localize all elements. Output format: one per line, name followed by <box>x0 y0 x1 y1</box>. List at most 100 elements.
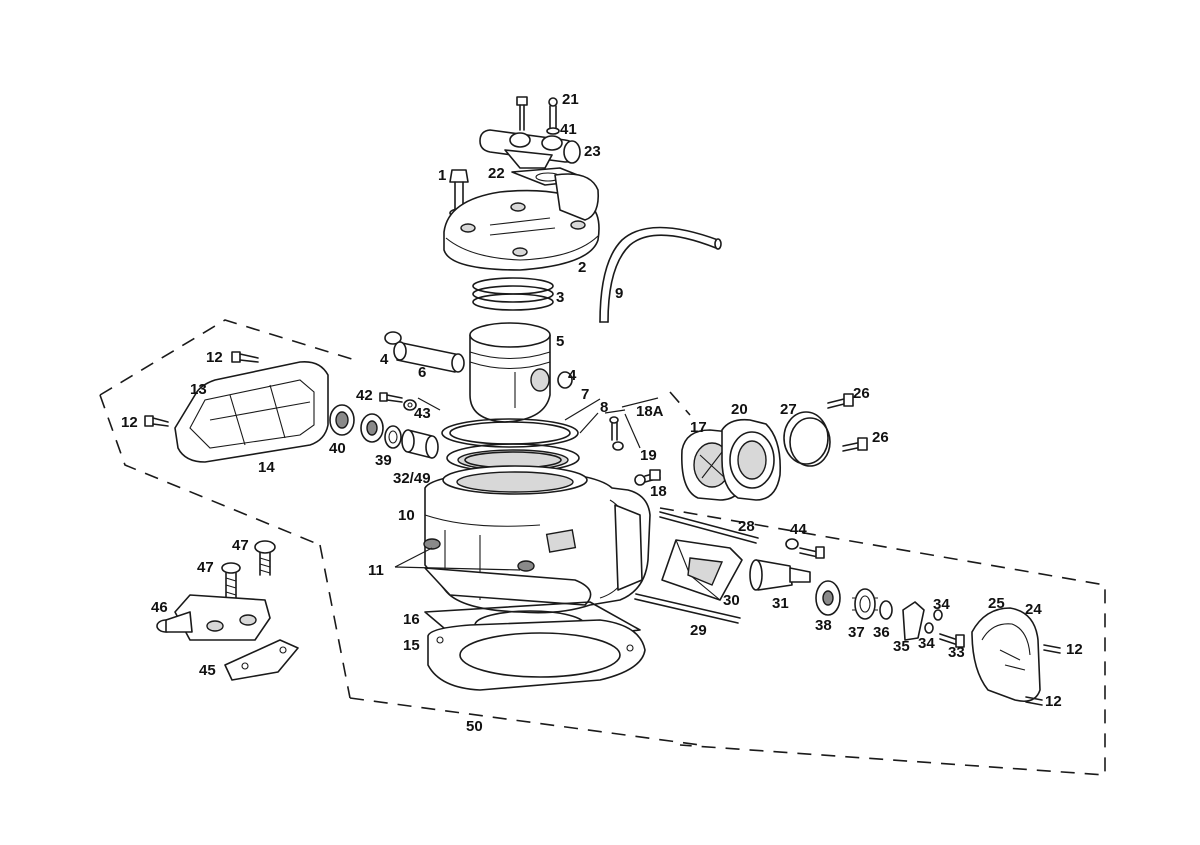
label-45: 45 <box>199 662 216 679</box>
label-26-upper: 26 <box>853 385 870 402</box>
label-11: 11 <box>368 562 384 579</box>
label-37: 37 <box>848 624 865 641</box>
label-43: 43 <box>414 405 431 422</box>
label-3: 3 <box>556 289 564 306</box>
label-39: 39 <box>375 452 392 469</box>
label-6: 6 <box>418 364 426 381</box>
bolt-12-upper-left <box>231 351 259 363</box>
label-33: 33 <box>948 644 965 661</box>
head-gasket-7 <box>441 418 579 448</box>
cylinder-10 <box>423 465 651 614</box>
label-19: 19 <box>640 447 657 464</box>
label-46: 46 <box>151 599 168 616</box>
label-31: 31 <box>772 595 789 612</box>
washer-36 <box>879 600 893 620</box>
bearing-41 <box>360 413 384 443</box>
rod-29 <box>634 593 741 624</box>
bolt-44 <box>799 546 825 559</box>
cover-13 <box>174 360 329 463</box>
assembly-outline-left <box>99 319 356 546</box>
screw-41 <box>546 97 560 135</box>
label-35: 35 <box>893 638 910 655</box>
callout-labels: 21 41 23 22 1 2 9 3 5 4 6 4 7 8 18A 19 1… <box>121 91 1083 735</box>
bolt-12-lower-left <box>144 415 169 427</box>
washer-44 <box>785 538 799 550</box>
label-22: 22 <box>488 165 505 182</box>
label-7: 7 <box>581 386 589 403</box>
screw-21 <box>516 96 528 131</box>
label-30: 30 <box>723 592 740 609</box>
nut-34-lower <box>924 622 934 634</box>
label-18: 18 <box>650 483 667 500</box>
gear-37 <box>852 588 878 620</box>
assembly-outline-main <box>319 391 1106 776</box>
base-gasket-15 <box>427 619 646 691</box>
bolt-26-lower <box>842 437 868 452</box>
stud-18a <box>609 416 619 441</box>
base-gasket-8 <box>446 443 580 473</box>
piston-rings-3 <box>472 277 554 311</box>
water-outlet-23 <box>479 129 581 169</box>
label-13: 13 <box>190 381 207 398</box>
rod-28 <box>659 511 759 544</box>
label-15: 15 <box>403 637 420 654</box>
label-16: 16 <box>403 611 420 628</box>
label-12-upper-left: 12 <box>206 349 223 366</box>
piston-5 <box>469 322 551 423</box>
label-8: 8 <box>600 399 608 416</box>
label-27: 27 <box>780 401 797 418</box>
label-38: 38 <box>815 617 832 634</box>
bushing-38 <box>815 580 841 616</box>
label-28: 28 <box>738 518 755 535</box>
actuator-31 <box>749 559 811 591</box>
housing-46 <box>156 594 271 641</box>
washer-19 <box>612 441 624 451</box>
bolt-42 <box>379 392 403 403</box>
valve-30 <box>661 539 743 601</box>
label-50: 50 <box>466 718 483 735</box>
screw-47-upper <box>254 540 276 576</box>
washer-43 <box>403 399 417 411</box>
label-32-49: 32/49 <box>393 470 431 487</box>
label-25: 25 <box>988 595 1005 612</box>
cylinder-head-2 <box>443 173 600 271</box>
label-34-lower: 34 <box>918 635 935 652</box>
seal-39 <box>384 425 402 449</box>
exhaust-flange-20 <box>721 418 782 501</box>
label-29: 29 <box>690 622 707 639</box>
label-41: 41 <box>560 121 577 138</box>
label-9: 9 <box>615 285 623 302</box>
label-20: 20 <box>731 401 748 418</box>
screw-47-lower <box>221 562 241 599</box>
label-24: 24 <box>1025 601 1042 618</box>
bolt-12-cover-upper <box>1043 644 1061 654</box>
label-12-lower-left: 12 <box>121 414 138 431</box>
screw-33 <box>939 633 965 648</box>
circlip-4-right <box>557 371 573 389</box>
label-4-right: 4 <box>568 367 577 384</box>
o-ring-27 <box>783 411 831 467</box>
label-12-cover-lower: 12 <box>1045 693 1062 710</box>
piston-pin-6 <box>393 341 465 373</box>
label-1: 1 <box>438 167 446 184</box>
label-14: 14 <box>258 459 275 476</box>
label-47-lower: 47 <box>197 559 214 576</box>
leader-lines <box>394 397 659 571</box>
label-40: 40 <box>329 440 346 457</box>
label-21: 21 <box>562 91 579 108</box>
bearing-40 <box>329 404 355 436</box>
label-4-left: 4 <box>380 351 389 368</box>
label-47-upper: 47 <box>232 537 249 554</box>
circlip-4-left <box>384 331 402 345</box>
gasket-45 <box>224 639 299 681</box>
lever-35 <box>902 601 925 641</box>
nut-34-upper <box>933 609 943 621</box>
label-44: 44 <box>790 521 807 538</box>
bolt-12-cover-lower <box>1025 696 1043 706</box>
label-18a: 18A <box>636 403 664 420</box>
label-34-upper: 34 <box>933 596 950 613</box>
bolt-26-upper <box>827 393 854 409</box>
cover-24-25 <box>971 607 1041 703</box>
label-23: 23 <box>584 143 601 160</box>
